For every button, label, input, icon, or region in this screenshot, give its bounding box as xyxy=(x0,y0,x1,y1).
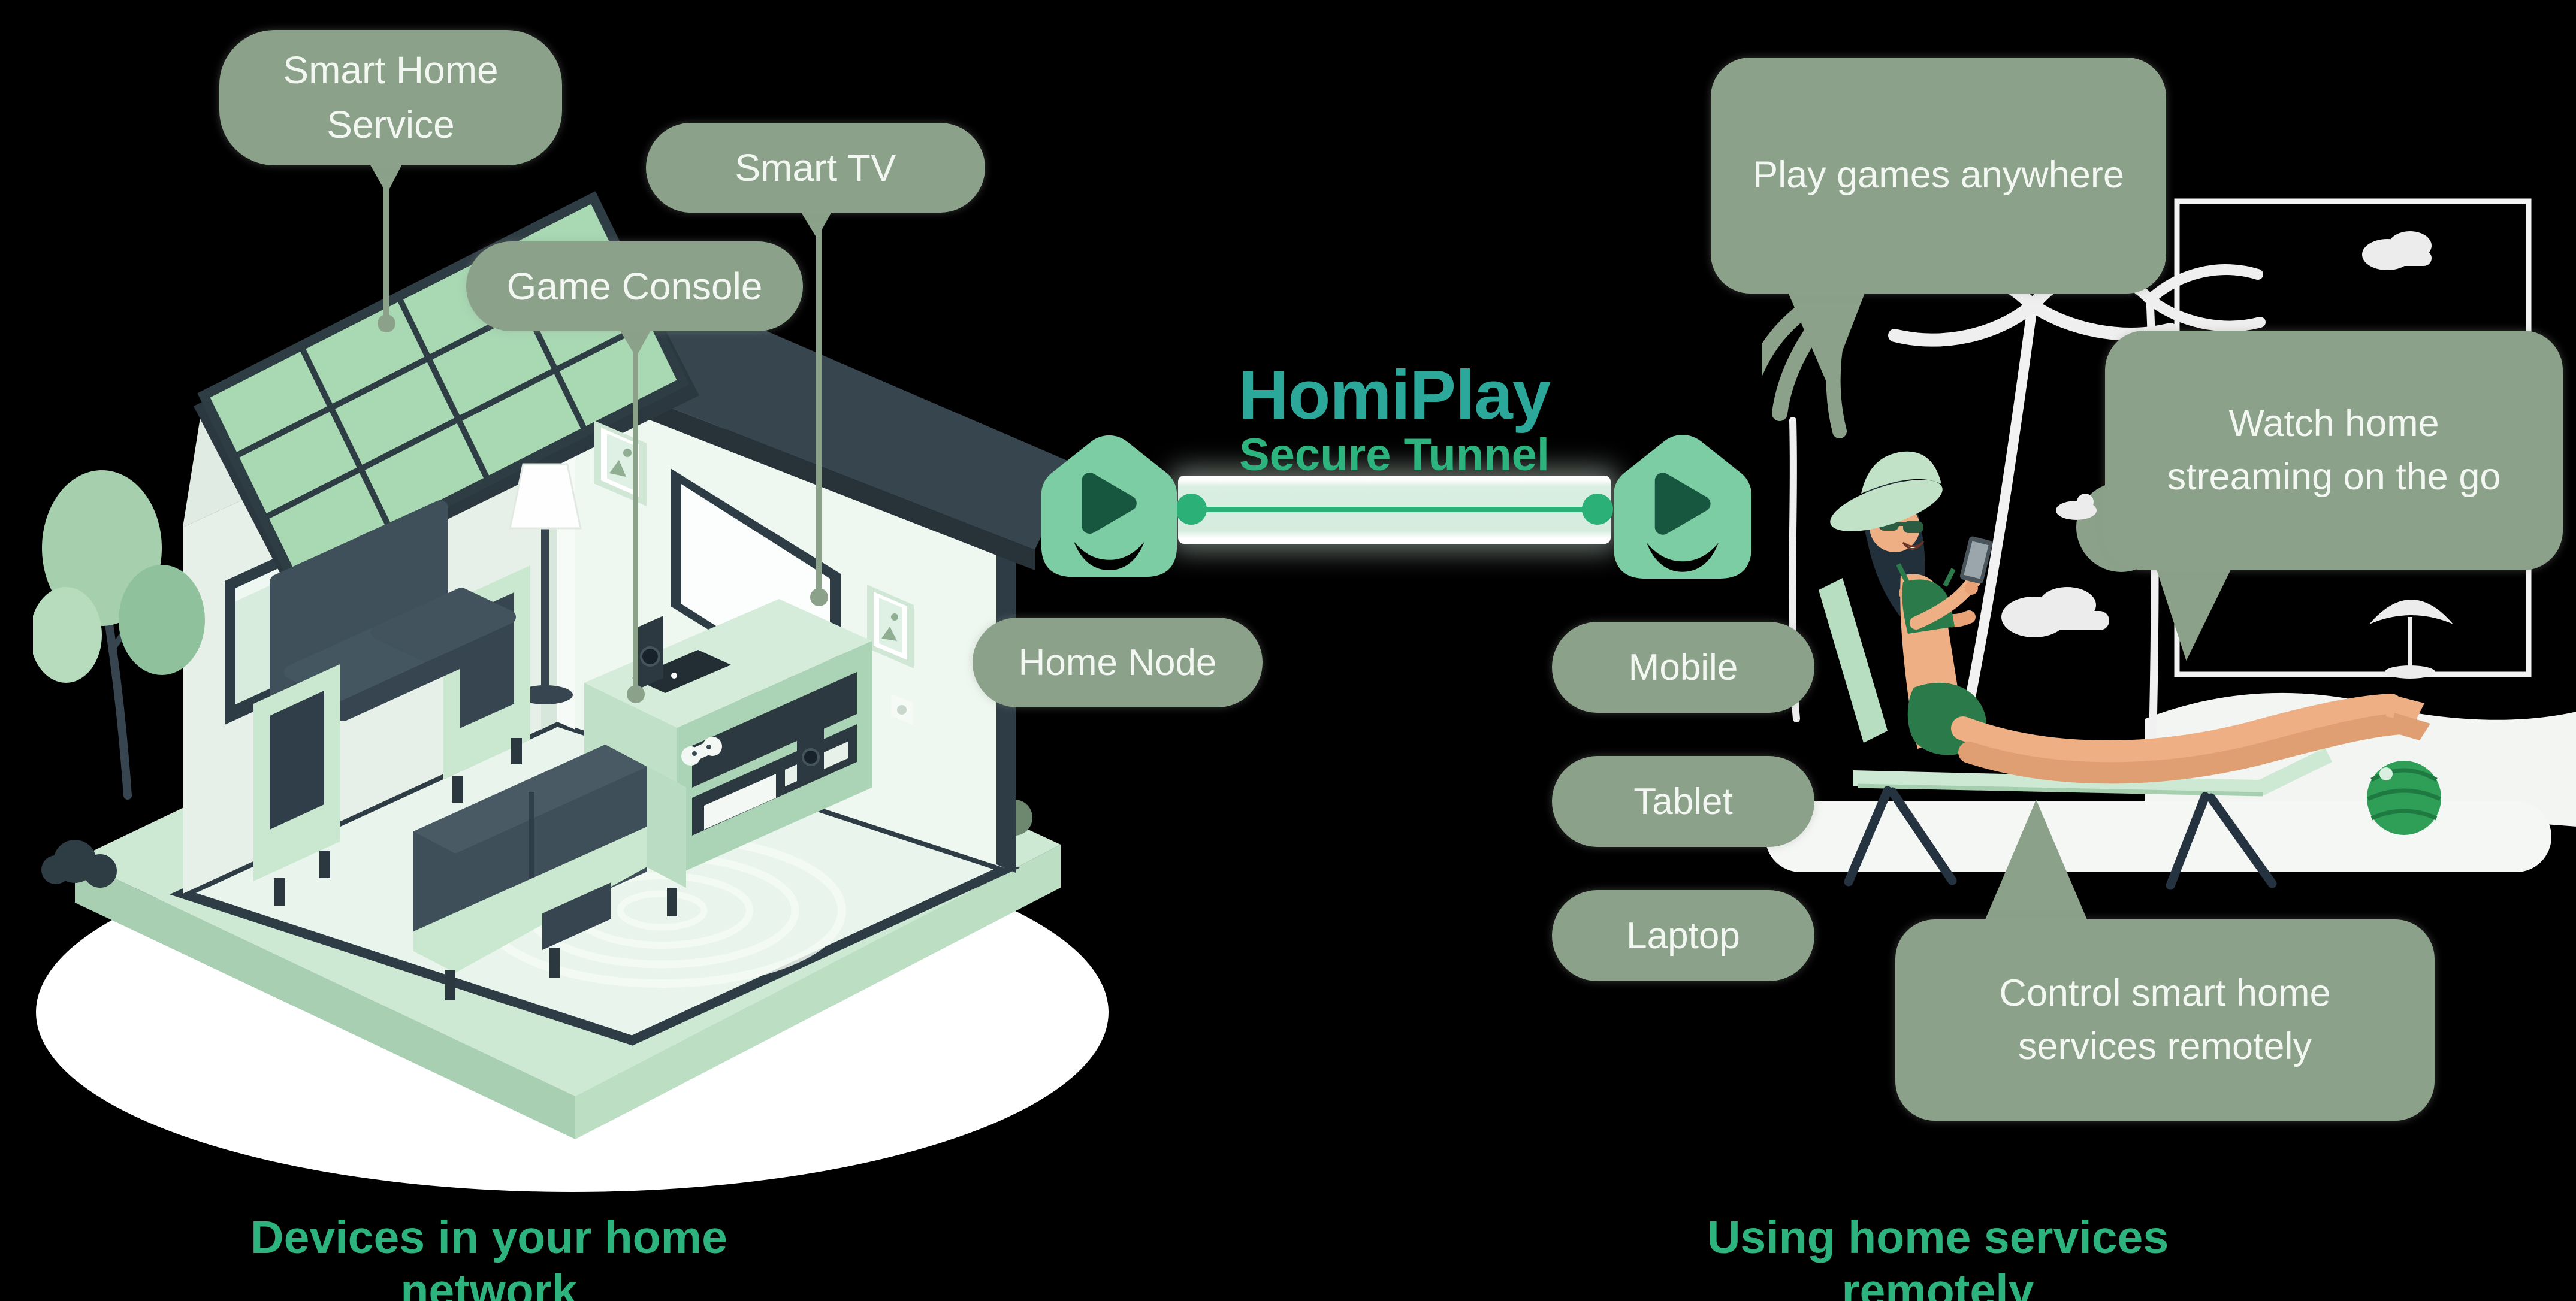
sand-strip xyxy=(1765,801,2551,872)
label-tablet: Tablet xyxy=(1552,756,1814,847)
label-laptop: Laptop xyxy=(1552,890,1814,981)
cloud xyxy=(2001,494,2109,637)
caption-home-network: Devices in your home network xyxy=(250,1212,727,1301)
label-smart-home-service: Smart Home Service xyxy=(219,30,562,165)
label-home-node: Home Node xyxy=(973,618,1263,707)
connector-game-console xyxy=(633,328,638,694)
tunnel-endpoint-left xyxy=(1176,494,1207,525)
woman-with-phone xyxy=(1830,451,2430,784)
home-illustration xyxy=(33,191,1109,1192)
game-console-box xyxy=(632,650,731,693)
sofa xyxy=(413,745,686,1000)
play-house-icon xyxy=(1614,435,1751,579)
label-mobile: Mobile xyxy=(1552,622,1814,713)
tunnel-line xyxy=(1191,507,1597,512)
light-switch xyxy=(891,694,913,725)
bubble-play-games: Play games anywhere xyxy=(1711,58,2166,294)
cloud xyxy=(2362,231,2432,270)
label-smart-tv: Smart TV xyxy=(646,123,985,213)
tree xyxy=(33,470,205,888)
play-house-icon xyxy=(1041,435,1177,577)
bubble-control-services: Control smart home services remotely xyxy=(1895,919,2435,1121)
leg xyxy=(1958,713,2411,784)
remote-node-icon xyxy=(1607,429,1758,585)
beach-ball xyxy=(2367,761,2441,835)
sun-umbrella xyxy=(2369,600,2453,679)
picture-frame xyxy=(867,585,914,668)
home-node-icon xyxy=(1035,429,1183,583)
tunnel-endpoint-right xyxy=(1582,494,1613,525)
bubble-watch-streaming: Watch home streaming on the go xyxy=(2105,331,2563,570)
label-game-console: Game Console xyxy=(466,241,803,331)
connector-smart-home-service xyxy=(383,151,389,323)
leg xyxy=(1951,694,2403,764)
platform-side-right xyxy=(575,845,1061,1139)
page-title: HomiPlay xyxy=(1238,356,1551,434)
platform-side-left xyxy=(75,860,575,1139)
caption-remote-services: Using home services remotely xyxy=(1707,1212,2169,1301)
sun-hat xyxy=(1830,451,1943,531)
page-subtitle: Secure Tunnel xyxy=(1239,429,1550,480)
connector-smart-tv xyxy=(816,210,822,599)
speaker xyxy=(636,616,824,787)
floor-lamp xyxy=(509,463,582,704)
corner-post xyxy=(996,547,1016,873)
smile xyxy=(1902,540,1925,550)
game-controller-icon xyxy=(681,737,722,766)
foot xyxy=(2391,713,2430,740)
loveseat xyxy=(253,500,530,906)
chaise-lounge xyxy=(1819,578,2332,890)
connector-dot xyxy=(627,685,645,703)
connector-dot xyxy=(810,588,828,606)
phone xyxy=(1959,536,1993,584)
connector-dot xyxy=(378,314,395,332)
